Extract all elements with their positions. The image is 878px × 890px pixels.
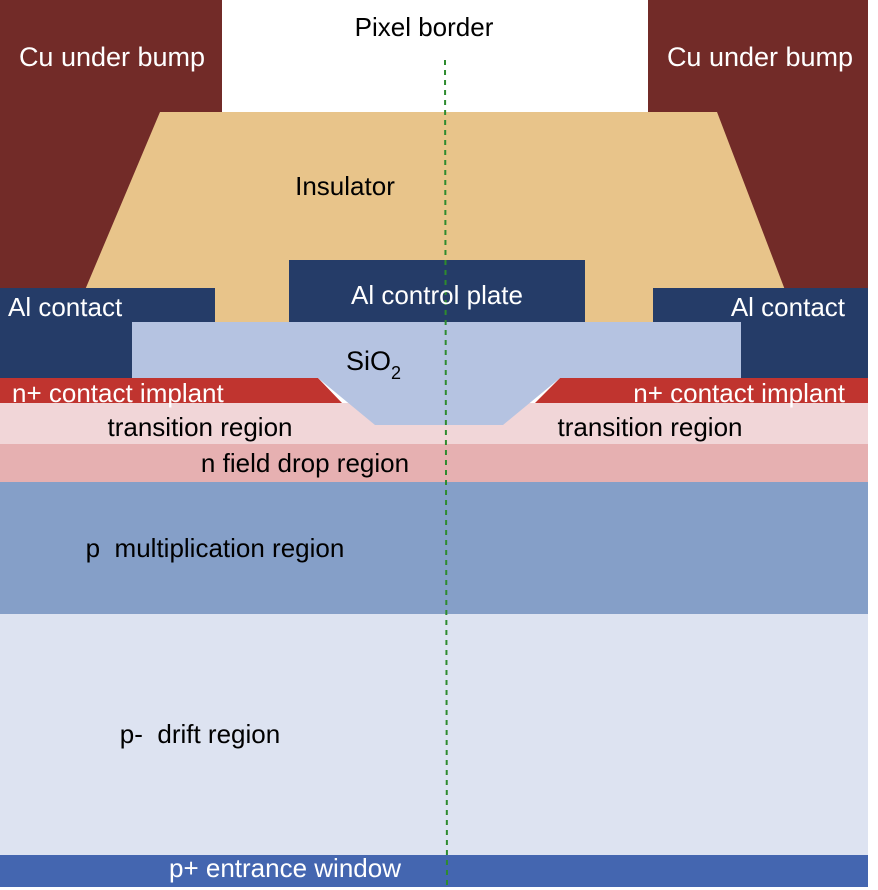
p-multiplication-region: [0, 482, 868, 614]
transition-left-label: transition region: [108, 412, 293, 442]
cu-bump-left-label: Cu under bump: [19, 42, 205, 72]
n-field-drop-label: n field drop region: [201, 448, 409, 478]
al-contact-left: [0, 288, 215, 378]
sio2-layer: [132, 322, 741, 425]
p-plus-window-label: p+ entrance window: [169, 853, 401, 883]
p-multiplication-label: p multiplication region: [86, 533, 345, 563]
n-plus-right-label: n+ contact implant: [633, 378, 846, 408]
n-plus-contact-implant-right: [535, 378, 868, 403]
sio2-main-text: SiO: [346, 346, 391, 376]
al-contact-right-label: Al contact: [731, 292, 846, 322]
p-drift-region: [0, 612, 868, 856]
insulator-layer: [85, 112, 785, 324]
al-contact-right: [653, 288, 868, 378]
al-contact-left-label: Al contact: [8, 292, 123, 322]
p-plus-entrance-window: [0, 855, 868, 887]
sio2-subscript: 2: [391, 363, 401, 383]
cu-bump-right-label: Cu under bump: [667, 42, 853, 72]
sio2-label: SiO2: [346, 346, 401, 383]
al-control-plate-label: Al control plate: [351, 280, 523, 310]
p-drift-label: p- drift region: [120, 719, 280, 749]
n-field-drop-region: [0, 444, 868, 482]
insulator-label: Insulator: [295, 171, 395, 201]
transition-right-label: transition region: [558, 412, 743, 442]
pixel-border-line: [444, 59, 448, 887]
al-control-plate: [289, 260, 585, 322]
n-plus-left-label: n+ contact implant: [12, 378, 225, 408]
pixel-border-label: Pixel border: [355, 12, 494, 42]
n-plus-contact-implant-left: [0, 378, 342, 403]
